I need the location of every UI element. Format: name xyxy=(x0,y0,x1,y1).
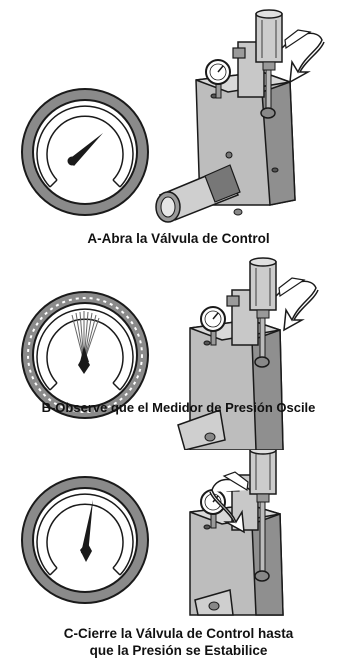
rotation-arrow-icon xyxy=(275,277,319,332)
outlet-pipe xyxy=(155,151,241,223)
step-a-caption: A-Abra la Válvula de Control xyxy=(87,231,270,246)
control-valve-icon xyxy=(232,9,283,119)
pressure-gauge-icon xyxy=(21,88,149,216)
control-valve-icon xyxy=(226,257,277,368)
step-c-panel: C-Cierre la Válvula de Control hasta que… xyxy=(0,450,357,664)
step-c-caption-line2: que la Presión se Estabilice xyxy=(89,643,268,658)
small-gauge-icon xyxy=(205,59,231,99)
pump-housing xyxy=(177,319,284,450)
step-b-illustration xyxy=(21,257,319,450)
small-gauge-icon xyxy=(200,306,226,346)
step-a-illustration xyxy=(21,9,325,223)
oscillating-gauge-icon xyxy=(21,291,149,419)
reverse-rotation-arrow-icon xyxy=(209,471,251,534)
step-c-illustration xyxy=(21,450,284,616)
control-valve-icon xyxy=(226,450,277,582)
step-c-caption-line1: C-Cierre la Válvula de Control hasta xyxy=(63,626,294,641)
step-a-panel: A-Abra la Válvula de Control xyxy=(0,0,357,250)
rotation-arrow-icon xyxy=(281,29,325,84)
step-b-caption: B-Observe que el Medidor de Presión Osci… xyxy=(41,400,316,415)
pressure-gauge-icon xyxy=(21,476,149,604)
step-b-panel: B-Observe que el Medidor de Presión Osci… xyxy=(0,250,357,450)
